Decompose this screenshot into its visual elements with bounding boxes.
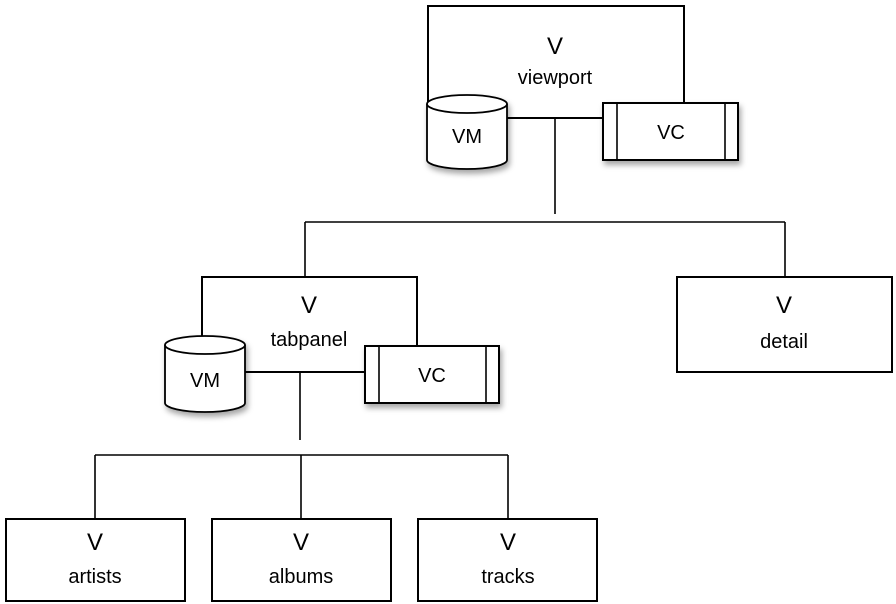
viewport-node: V viewport VM VC xyxy=(426,5,739,170)
connectors xyxy=(94,118,786,519)
albums-box xyxy=(211,518,392,602)
viewport-name-label: viewport xyxy=(518,67,593,89)
tracks-node: V tracks xyxy=(417,518,598,602)
tabpanel-name-label: tabpanel xyxy=(271,329,348,351)
artists-name-label: artists xyxy=(68,566,121,588)
viewport-vm-label: VM xyxy=(452,126,482,148)
detail-node: V detail xyxy=(676,276,893,373)
albums-v-label: V xyxy=(293,529,309,556)
detail-name-label: detail xyxy=(760,331,808,353)
detail-box xyxy=(676,276,893,373)
tabpanel-vc-label: VC xyxy=(418,365,446,387)
artists-v-label: V xyxy=(87,529,103,556)
albums-node: V albums xyxy=(211,518,392,602)
artists-box xyxy=(5,518,186,602)
tracks-box xyxy=(417,518,598,602)
viewport-vc-box xyxy=(602,102,739,161)
tabpanel-vm-cylinder xyxy=(164,335,246,413)
tabpanel-vc-box xyxy=(364,345,500,404)
artists-node: V artists xyxy=(5,518,186,602)
viewport-v-label: V xyxy=(547,33,563,60)
detail-v-label: V xyxy=(776,292,792,319)
viewport-vc-label: VC xyxy=(657,122,685,144)
viewport-vm-cylinder xyxy=(426,94,508,170)
tabpanel-node: V tabpanel VM VC xyxy=(164,276,500,413)
albums-name-label: albums xyxy=(269,566,333,588)
tracks-v-label: V xyxy=(500,529,516,556)
tabpanel-v-label: V xyxy=(301,292,317,319)
tabpanel-vm-label: VM xyxy=(190,370,220,392)
tracks-name-label: tracks xyxy=(481,566,534,588)
